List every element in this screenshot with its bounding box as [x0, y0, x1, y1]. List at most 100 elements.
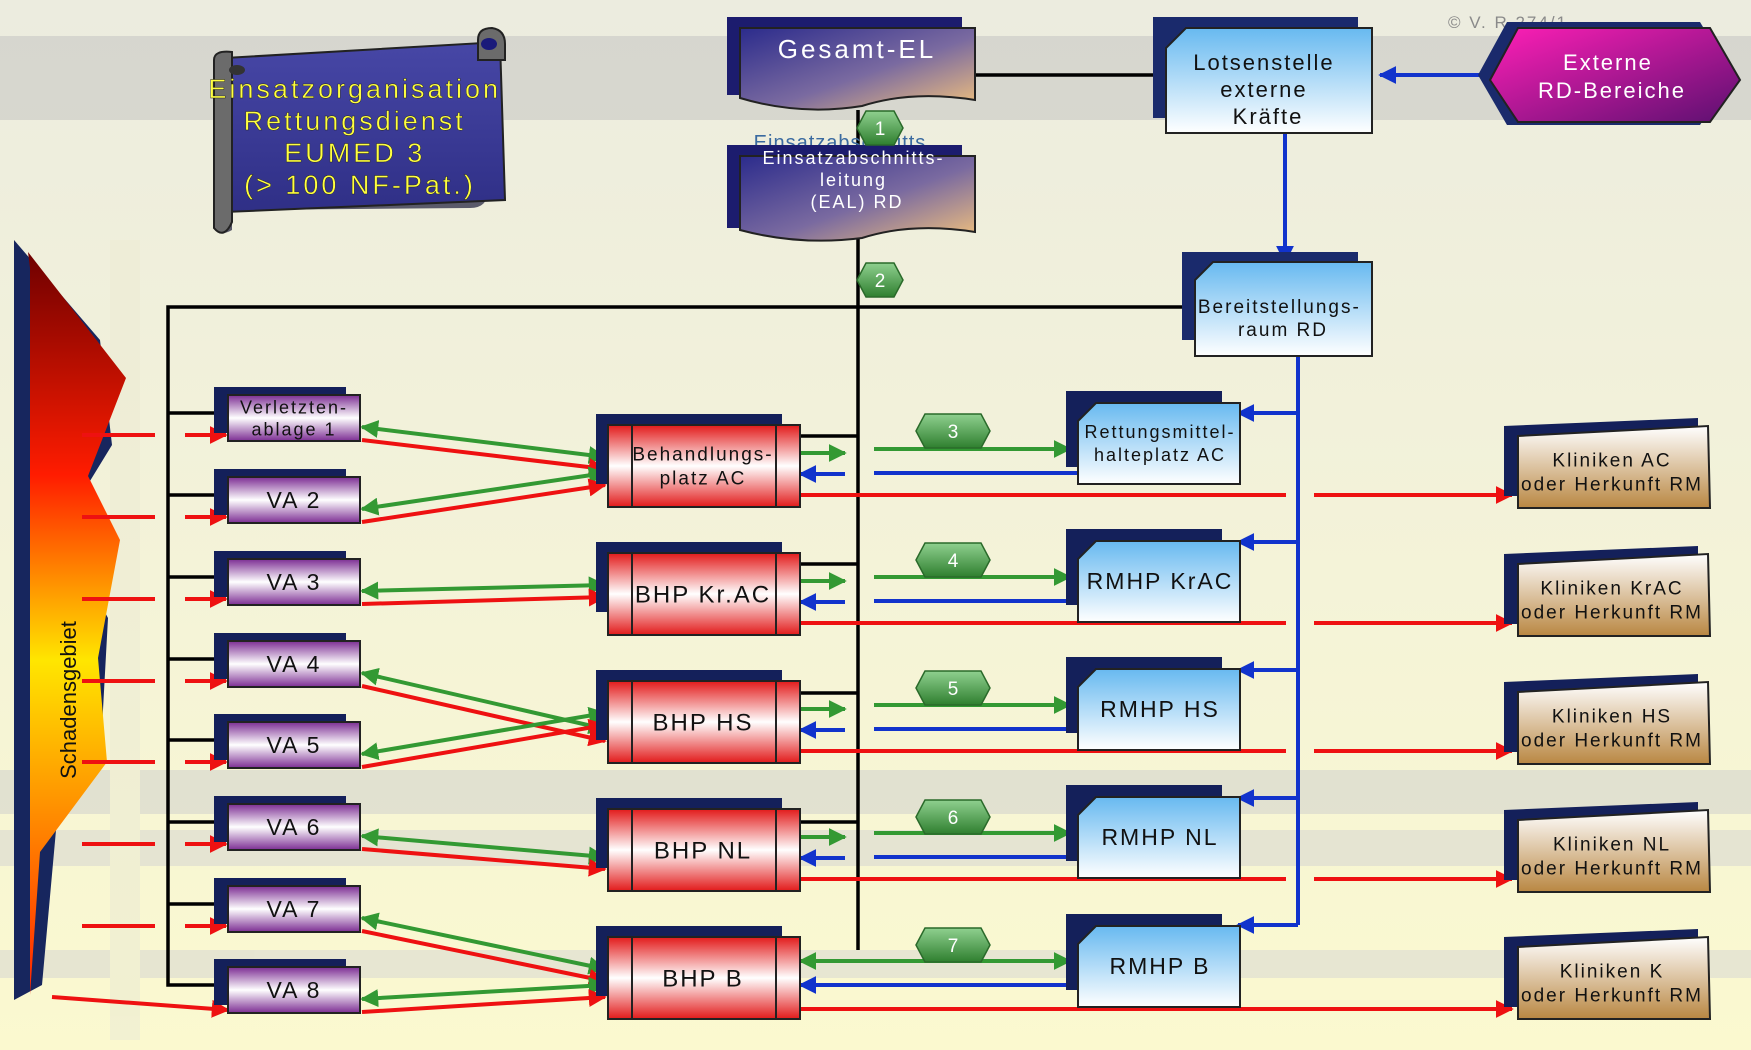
coordination-link-va-bhp	[360, 828, 607, 865]
vehicle-holding-point-4[interactable]: RMHP NL	[1066, 785, 1241, 879]
casualty-transfer-va-bhp	[361, 929, 607, 987]
hospital-2-line-1: Kliniken KrAC	[1540, 579, 1683, 600]
externe-rd-hexagon[interactable]: Externe RD-Bereiche	[1478, 22, 1742, 125]
badge-number-4: 4	[948, 551, 959, 572]
hospital-2-line-2: oder Herkunft RM	[1521, 603, 1703, 624]
collection-point-7[interactable]: VA 7	[214, 878, 361, 933]
gesamt-el-label: Gesamt-EL	[778, 34, 937, 64]
hospital-3-line-2: oder Herkunft RM	[1521, 731, 1703, 752]
eal-line-1: Einsatzabschnitts-	[762, 148, 944, 168]
bereitstellung-line-2: raum RD	[1238, 320, 1328, 341]
badge-number-2: 2	[875, 271, 886, 292]
collection-point-5[interactable]: VA 5	[214, 714, 361, 769]
hospital-4-line-2: oder Herkunft RM	[1521, 859, 1703, 880]
title-line-1: Einsatzorganisation	[208, 74, 501, 104]
bereitstellungsraum-box[interactable]: Bereitstellungs- raum RD	[1182, 252, 1373, 357]
treatment-area-3[interactable]: BHP HS	[596, 670, 801, 764]
badge-number-5: 5	[948, 679, 959, 700]
svg-text:Einsatzabschnitts- leitu: Einsatzabschnitts- leitung (EAL) RD	[762, 148, 951, 212]
collection-point-1-line-1: Verletzten-	[240, 397, 348, 417]
casualty-transfer-va-bhp	[361, 847, 607, 877]
hospital-1-line-2: oder Herkunft RM	[1521, 475, 1703, 496]
treatment-area-1-line-2: platz AC	[660, 469, 747, 490]
vehicle-distribution-lines	[1236, 66, 1490, 934]
collection-point-6-line-1: VA 6	[267, 814, 322, 840]
vehicle-holding-point-2[interactable]: RMHP KrAC	[1066, 529, 1241, 623]
vehicle-holding-point-3-line-1: RMHP HS	[1100, 696, 1220, 722]
lotsenstelle-line-2: externe	[1220, 77, 1307, 102]
vehicle-holding-point-3[interactable]: RMHP HS	[1066, 657, 1241, 751]
treatment-area-1-line-1: Behandlungs-	[632, 445, 773, 466]
vehicle-holding-point-1[interactable]: Rettungsmittel-halteplatz AC	[1066, 391, 1241, 485]
connection-badge-2: 2	[856, 262, 904, 298]
damage-area-banner: Schadensgebiet	[14, 240, 126, 1000]
casualty-transfer-va-bhp	[361, 718, 607, 769]
casualty-transfer-va-bhp	[361, 438, 607, 477]
collection-point-8[interactable]: VA 8	[214, 959, 361, 1014]
collection-point-8-line-1: VA 8	[267, 977, 322, 1003]
badge-number-6: 6	[948, 808, 959, 829]
title-scroll: Einsatzorganisation Rettungsdienst EUMED…	[208, 26, 511, 234]
treatment-area-3-line-1: BHP HS	[653, 709, 754, 736]
collection-point-4[interactable]: VA 4	[214, 633, 361, 688]
svg-text:Bereitstellungs- raum RD: Bereitstellungs- raum RD	[1198, 297, 1368, 341]
hospital-3[interactable]: Kliniken HS oder Herkunft RM	[1504, 674, 1712, 765]
hospital-4[interactable]: Kliniken NL oder Herkunft RM	[1504, 802, 1712, 893]
treatment-area-4-line-1: BHP NL	[654, 837, 752, 864]
treatment-area-2-line-1: BHP Kr.AC	[635, 581, 771, 608]
svg-text:Externe RD-Bereiche: Externe RD-Bereiche	[1538, 50, 1686, 103]
title-line-3: EUMED 3	[284, 138, 425, 168]
eal-box[interactable]: Einsatzabschnitts- leitung (EAL) RD	[727, 145, 976, 242]
eal-line-2: leitung	[820, 170, 887, 190]
badge-number-3: 3	[948, 422, 959, 443]
hospital-1-line-1: Kliniken AC	[1552, 451, 1671, 472]
title-line-4: (> 100 NF-Pat.)	[244, 170, 476, 200]
collection-point-3[interactable]: VA 3	[214, 551, 361, 606]
collection-point-1-line-2: ablage 1	[251, 419, 336, 439]
vehicle-holding-point-2-line-1: RMHP KrAC	[1087, 568, 1234, 594]
vehicle-holding-point-5[interactable]: RMHP B	[1066, 914, 1241, 1008]
treatment-area-5-line-1: BHP B	[662, 965, 744, 992]
externe-line-1: Externe	[1563, 50, 1653, 75]
vehicle-holding-point-4-line-1: RMHP NL	[1101, 824, 1218, 850]
collection-point-6[interactable]: VA 6	[214, 796, 361, 851]
gesamt-el-box[interactable]: Gesamt-EL	[727, 17, 976, 111]
connection-badge-5: 5	[915, 670, 991, 706]
hospital-5-line-2: oder Herkunft RM	[1521, 986, 1703, 1007]
coordination-link-va-bhp	[360, 420, 607, 464]
connection-badge-3: 3	[915, 413, 991, 449]
bereitstellung-line-1: Bereitstellungs-	[1198, 297, 1361, 318]
hospital-1[interactable]: Kliniken AC oder Herkunft RM	[1504, 418, 1712, 509]
lotsenstelle-line-1: Lotsenstelle	[1193, 50, 1334, 75]
collection-point-3-line-1: VA 3	[267, 569, 322, 595]
collection-point-4-line-1: VA 4	[267, 651, 322, 677]
treatment-area-1[interactable]: Behandlungs-platz AC	[596, 414, 801, 508]
treatment-area-2[interactable]: BHP Kr.AC	[596, 542, 801, 636]
coordination-link-va-bhp	[360, 576, 607, 600]
collection-point-1[interactable]: Verletzten-ablage 1	[214, 387, 361, 442]
collection-point-7-line-1: VA 7	[267, 896, 322, 922]
coordination-link-va-bhp	[360, 976, 607, 1008]
casualty-transfer-va-bhp	[361, 478, 607, 524]
treatment-area-5[interactable]: BHP B	[596, 926, 801, 1020]
externe-line-2: RD-Bereiche	[1538, 78, 1686, 103]
vehicle-holding-point-1-line-2: halteplatz AC	[1094, 445, 1226, 465]
lotsenstelle-line-3: Kräfte	[1233, 104, 1304, 129]
hospital-4-line-1: Kliniken NL	[1553, 835, 1671, 856]
collection-point-2[interactable]: VA 2	[214, 469, 361, 524]
hospital-3-line-1: Kliniken HS	[1552, 707, 1672, 728]
treatment-area-4[interactable]: BHP NL	[596, 798, 801, 892]
coordination-link-va-bhp	[360, 466, 607, 516]
collection-point-5-line-1: VA 5	[267, 732, 322, 758]
hospital-2[interactable]: Kliniken KrAC oder Herkunft RM	[1504, 546, 1712, 637]
coordination-link-va-bhp	[360, 706, 607, 761]
damage-area-label: Schadensgebiet	[56, 621, 81, 779]
collection-point-2-line-1: VA 2	[267, 487, 322, 513]
lotsenstelle-box[interactable]: Lotsenstelle externe Kräfte	[1153, 17, 1373, 134]
svg-text:Lotsenstelle externe: Lotsenstelle externe Kräfte	[1193, 50, 1343, 129]
svg-text:Einsatzorganisation Rett: Einsatzorganisation Rettungsdienst EUMED…	[208, 74, 511, 200]
connection-badge-7: 7	[915, 927, 991, 963]
coordination-link-va-bhp	[360, 912, 607, 975]
eal-line-3: (EAL) RD	[810, 192, 903, 212]
